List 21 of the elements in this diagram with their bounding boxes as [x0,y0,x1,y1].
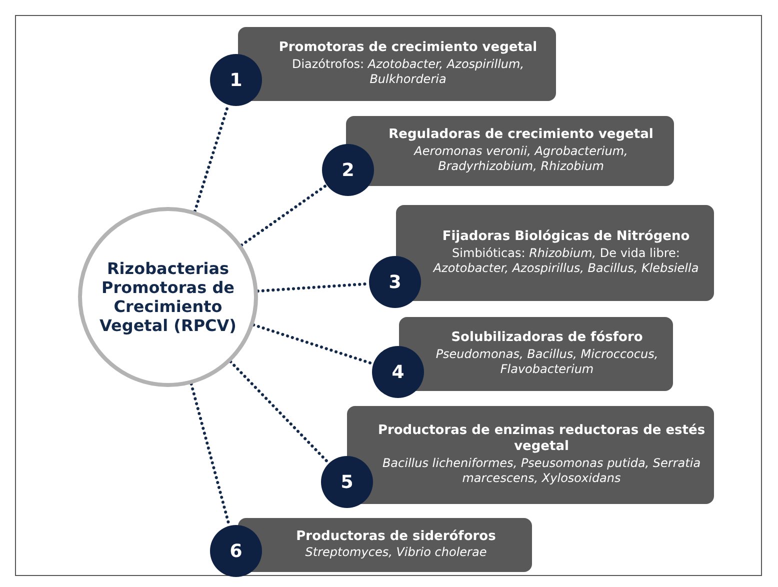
category-heading: Reguladoras de crecimiento vegetal [388,127,654,144]
species-list: Aeromonas veronii, Agrobacterium, Bradyrhizobium, Rhizobium [376,144,666,175]
number-badge: 2 [322,144,374,196]
connector-line [229,360,330,465]
category-heading: Fijadoras Biológicas de Nitrógeno [442,229,690,246]
category-heading: Productoras de enzimas reductoras de estés vegetal [377,423,706,456]
species-list: Bacillus licheniformes, Pseusomonas putida, Serratia marcescens, Xylosoxidans [377,456,706,487]
species-list: Simbióticas: Rhizobium, De vida libre: Azotobacter, Azospirillus, Bacillus, Klebsiella [426,246,706,277]
species-list: Streptomyces, Vibrio cholerae [305,545,487,561]
category-heading: Promotoras de crecimiento vegetal [278,40,538,57]
species-list: Pseudomonas, Bacillus, Microccocus, Flavobacterium [429,346,665,378]
number-badge: 5 [321,456,373,508]
category-heading: Solubilizadoras de fósforo [451,330,643,347]
category-heading: Productoras de sideróforos [296,529,496,546]
connector-line [240,184,328,247]
central-label: Rizobacterias Promotoras de Crecimiento Vegetal (RPCV) [98,258,238,336]
number-badge: 4 [372,346,424,398]
number-badge: 3 [369,256,421,308]
species-list: Diazótrofos: Azotobacter, Azospirillum, Bulkhorderia [268,56,548,88]
number-badge: 6 [210,525,262,577]
number-badge: 1 [210,54,262,106]
